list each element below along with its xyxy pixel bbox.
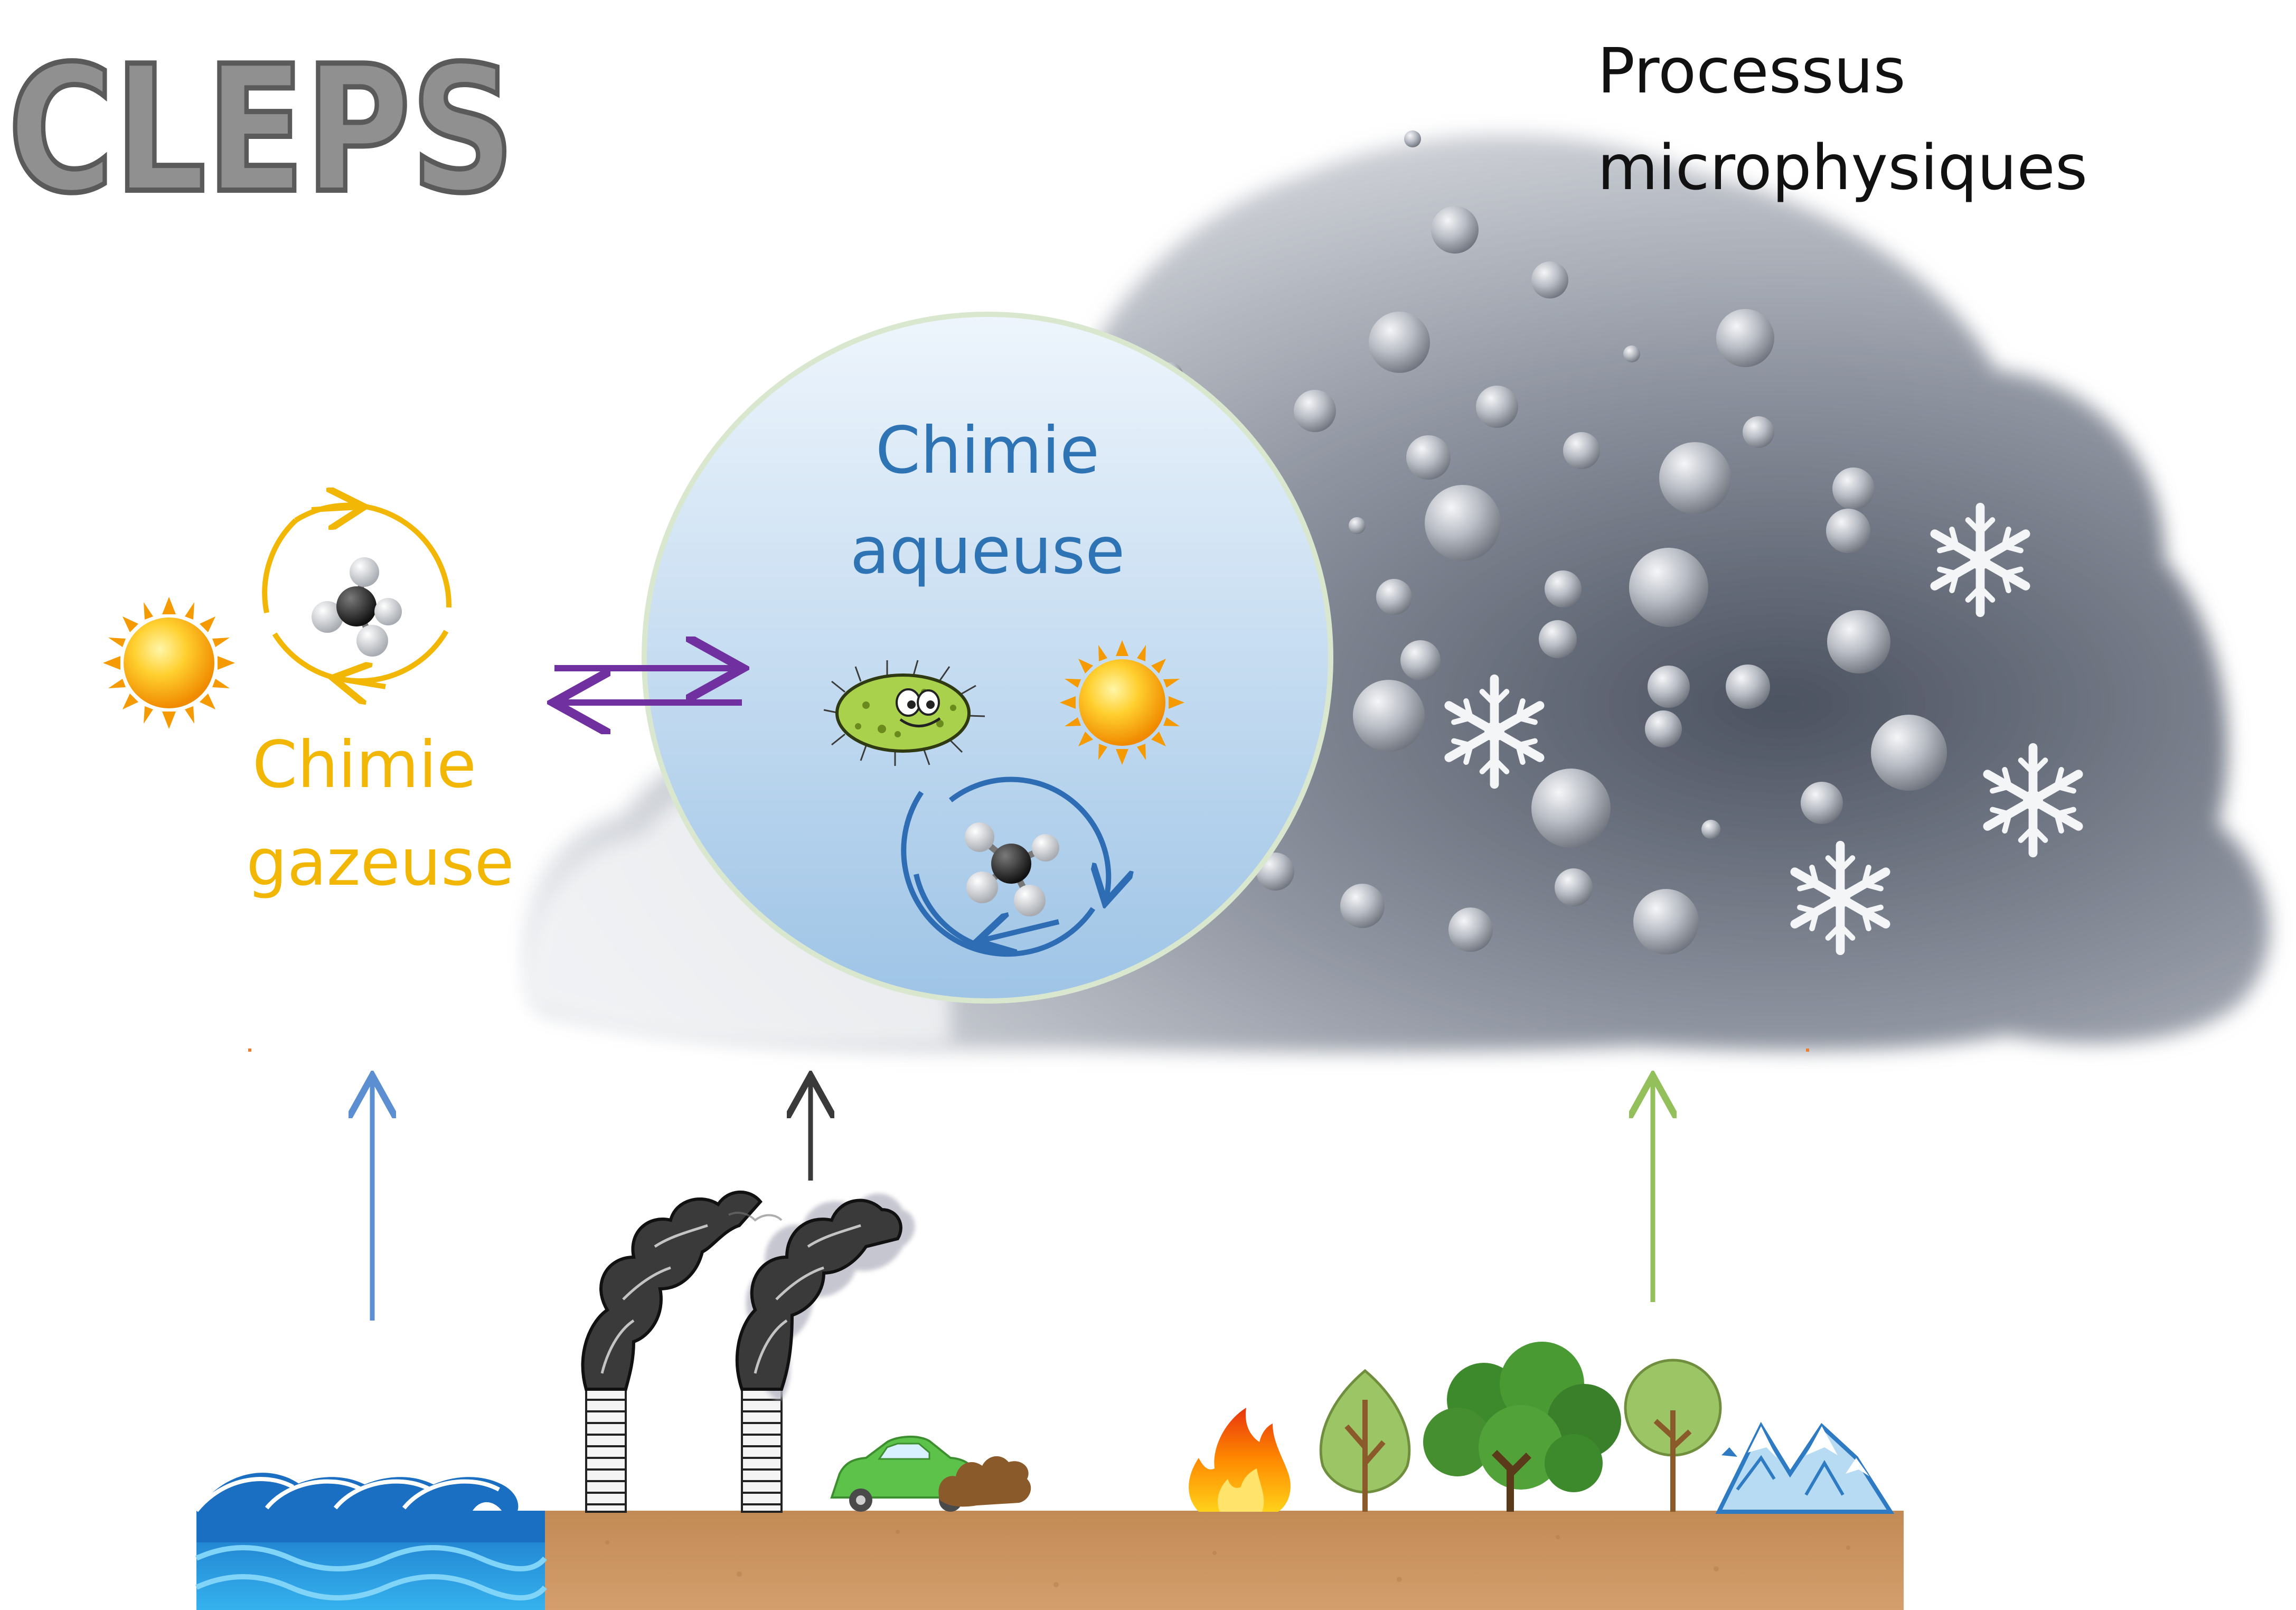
droplet-icon: [1563, 432, 1600, 469]
droplet-icon: [1406, 435, 1451, 480]
droplet-icon: [1645, 710, 1682, 747]
droplet-icon: [1376, 579, 1412, 615]
speck: [248, 1049, 251, 1052]
soil: [544, 1511, 1904, 1610]
droplet-icon: [1827, 610, 1890, 673]
microphysics-label-line1: Processus: [1597, 34, 1906, 107]
tree-icon: [1624, 1359, 1722, 1512]
droplet-icon: [1400, 640, 1441, 680]
droplet-icon: [1369, 312, 1430, 373]
cycle-arrows-icon: [262, 506, 452, 687]
cycle-arrows-icon: [901, 776, 1108, 957]
aqueous-chemistry-label-line2: aqueuse: [850, 513, 1125, 588]
droplet-icon: [1701, 820, 1720, 839]
bacteria-icon: [823, 660, 985, 766]
droplet-icon: [1659, 442, 1731, 514]
droplet-icon: [1531, 769, 1611, 848]
droplet-icon: [1539, 620, 1577, 658]
droplet-icon: [1294, 390, 1336, 432]
fire-icon: [1189, 1408, 1291, 1512]
tree-icon: [1423, 1342, 1621, 1512]
soil-texture: [605, 1530, 1850, 1587]
diagram-title: CLEPS: [8, 29, 515, 231]
droplet-icon: [1404, 130, 1421, 147]
exhaust-icon: [938, 1456, 1031, 1507]
wave-icon: [194, 1473, 547, 1610]
droplet-icon: [1531, 261, 1568, 298]
droplet-icon: [1633, 889, 1699, 954]
gas-chemistry-label-line1: Chimie: [252, 727, 476, 802]
factory-chimney-icon: [585, 1388, 627, 1513]
droplet-icon: [1871, 715, 1947, 791]
droplet-icon: [1629, 548, 1708, 627]
speck: [1806, 1049, 1809, 1052]
aqueous-chemistry-label-line1: Chimie: [876, 413, 1099, 488]
droplet-icon: [1545, 570, 1582, 607]
molecule-icon: [965, 822, 1059, 916]
droplet-icon: [1353, 680, 1425, 752]
droplet-icon: [1448, 907, 1493, 952]
smoke-icon: [735, 1193, 915, 1400]
tree-icon: [1319, 1369, 1411, 1512]
smoke-icon: [581, 1190, 783, 1391]
aqueous-droplet-bubble: [642, 312, 1333, 1004]
sun-icon: [103, 597, 235, 729]
droplet-icon: [1623, 345, 1640, 362]
droplet-icon: [1349, 517, 1366, 534]
factory-chimney-icon: [741, 1388, 783, 1513]
droplet-icon: [1340, 884, 1385, 928]
droplet-icon: [1743, 416, 1774, 448]
droplet-icon: [1801, 782, 1843, 824]
droplet-icon: [1431, 206, 1479, 254]
gas-chemistry-label-line2: gazeuse: [246, 825, 514, 900]
droplet-icon: [1726, 664, 1770, 709]
droplet-icon: [1425, 485, 1501, 561]
droplet-icon: [1826, 509, 1870, 553]
droplet-icon: [1555, 868, 1593, 906]
droplet-icon: [1832, 467, 1875, 510]
droplet-icon: [1648, 666, 1690, 708]
microphysics-label-line2: microphysiques: [1597, 131, 2087, 204]
cloud-droplets: [1156, 130, 1947, 954]
mountain-icon: [1715, 1421, 1895, 1514]
sun-icon: [1060, 640, 1184, 765]
phase-exchange-arrows: [554, 668, 742, 703]
droplet-icon: [1716, 309, 1774, 367]
droplet-icon: [1476, 386, 1518, 428]
molecule-icon: [312, 557, 402, 657]
